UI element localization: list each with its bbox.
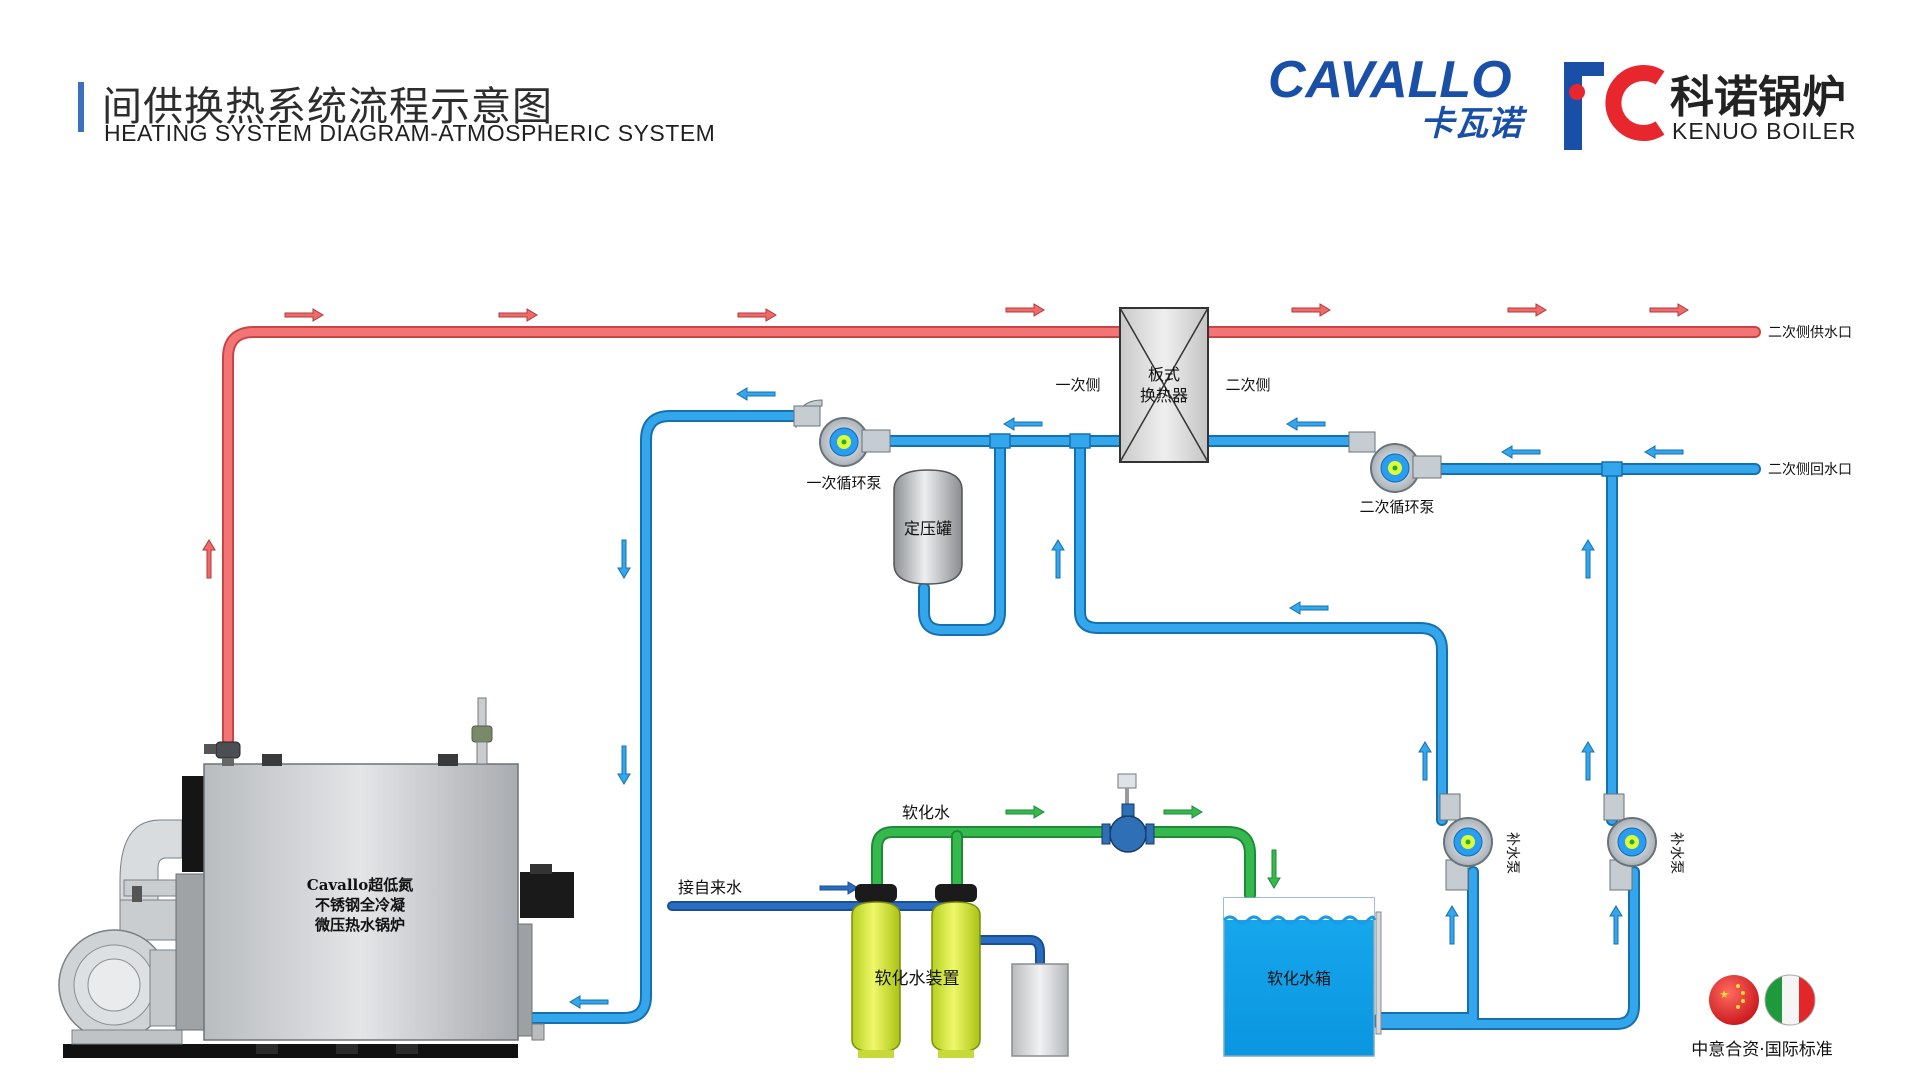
flow-arrow-up-icon [202,539,216,579]
flow-arrow-left-icon [736,387,776,401]
kenuo-cn-wordmark: 科诺锅炉 [1670,72,1846,123]
primary-side-label: 一次侧 [1055,376,1100,394]
softener-device-label: 软化水装置 [875,969,960,989]
makeup-pump-1: 补水泵 [1439,793,1520,891]
flow-arrow-right-icon [1291,303,1331,317]
flow-arrow-left-icon [1501,445,1541,459]
flow-arrow-right-icon [1005,805,1045,819]
italy-flag-icon [1764,974,1816,1026]
flow-arrow-left-icon [1286,417,1326,431]
flow-arrow-up-icon [1581,539,1595,579]
flow-arrow-up-icon [1418,741,1432,781]
flow-arrow-down-icon [617,539,631,579]
flow-arrow-left-icon [1289,601,1329,615]
secondary-pump-label: 二次循环泵 [1359,498,1434,516]
flow-arrow-right-icon [1507,303,1547,317]
title-accent-bar [78,82,84,132]
flow-arrow-right-icon [819,881,859,895]
return-flow-arrows [569,387,1684,1009]
safety-valve-icon [471,697,493,765]
hot-flow-arrows [202,303,1689,579]
hot-supply-pipe [222,326,1761,746]
primary-pump-label: 一次循环泵 [806,474,881,492]
flow-arrow-left-icon [1003,417,1043,431]
kenuo-en-wordmark: KENUO BOILER [1672,118,1857,144]
joint-venture-label: 中意合资·国际标准 [1691,1040,1832,1060]
flow-arrow-right-icon [737,308,777,322]
softened-water-tank: 软化水箱 [1222,897,1382,1057]
water-softener-device: 软化水装置 [851,884,1069,1058]
flow-arrow-up-icon [1445,905,1459,945]
softened-tank-label: 软化水箱 [1267,969,1331,988]
return-pipes [524,410,1761,1030]
secondary-circulation-pump: 二次循环泵 [1348,431,1442,516]
primary-circulation-pump: 一次循环泵 [793,399,891,492]
cavallo-wordmark: CAVALLO [1268,51,1512,109]
flow-arrow-up-icon [1581,741,1595,781]
flow-arrow-right-icon [284,308,324,322]
joint-venture-badge: 中意合资·国际标准 [1691,974,1833,1060]
heat-exchanger-label-2: 换热器 [1140,386,1188,405]
pressure-tank: 定压罐 [893,469,963,585]
softened-flow-arrows [1005,805,1281,889]
kenuo-ic-mark-icon [1564,62,1665,150]
heat-exchanger-label-1: 板式 [1148,365,1180,384]
secondary-side-label: 二次侧 [1225,376,1270,394]
makeup-pump-2: 补水泵 [1603,793,1684,891]
flow-arrow-down-icon [1267,849,1281,889]
boiler-label-2: 不锈钢全冷凝 [315,896,406,914]
china-flag-icon [1709,975,1759,1025]
makeup-pump-2-label: 补水泵 [1668,832,1684,874]
tap-water-label: 接自来水 [678,878,742,897]
softened-water-label: 软化水 [902,803,950,822]
softened-water-pipe [871,826,1256,901]
plate-heat-exchanger: 板式 换热器 [1119,307,1209,463]
kenuo-logo: 科诺锅炉 KENUO BOILER [1564,62,1857,150]
page-subtitle: HEATING SYSTEM DIAGRAM-ATMOSPHERIC SYSTE… [104,120,716,146]
hot-water-boiler: Cavallo超低氮 不锈钢全冷凝 微压热水锅炉 [58,697,574,1058]
secondary-supply-label: 二次侧供水口 [1768,325,1852,341]
flow-arrow-right-icon [1649,303,1689,317]
cavallo-logo: CAVALLO 卡瓦诺 [1268,51,1528,144]
boiler-label-1: Cavallo超低氮 [307,876,414,894]
flow-arrow-up-icon [1051,539,1065,579]
boiler-label-3: 微压热水锅炉 [314,916,405,934]
flow-arrow-right-icon [1163,805,1203,819]
flow-arrow-left-icon [569,995,609,1009]
control-valve-icon [1101,773,1155,853]
flow-arrow-right-icon [1005,303,1045,317]
flow-arrow-right-icon [498,308,538,322]
cavallo-cn-wordmark: 卡瓦诺 [1420,104,1528,144]
flow-arrow-up-icon [1609,905,1623,945]
pressure-tank-label: 定压罐 [904,519,952,538]
page-title: 间供换热系统流程示意图 [102,84,553,130]
makeup-pump-1-label: 补水泵 [1504,832,1520,874]
tap-water-pipe [667,901,1045,971]
secondary-return-label: 二次侧回水口 [1768,462,1852,478]
flow-arrow-left-icon [1644,445,1684,459]
outlet-valve-icon [204,741,241,766]
burner-fan [58,819,201,1045]
flow-arrow-down-icon [617,745,631,785]
